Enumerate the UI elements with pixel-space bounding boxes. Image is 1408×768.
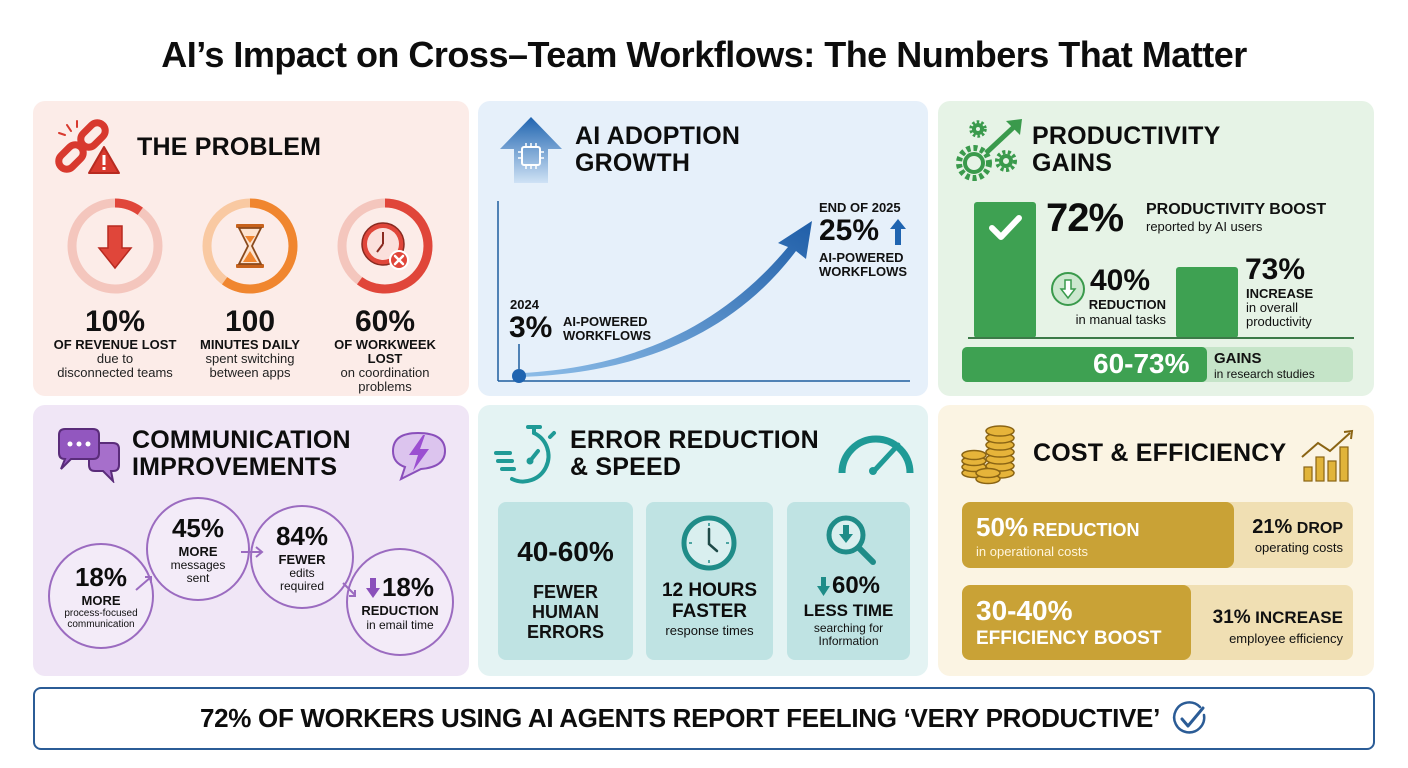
bar-chart-up-icon — [1300, 429, 1356, 483]
down-circle-icon — [1050, 271, 1086, 307]
productivity-title: PRODUCTIVITY GAINS — [1032, 122, 1221, 177]
gears-arrow-icon — [956, 115, 1026, 183]
range-label: GAINS — [1214, 350, 1262, 367]
revenue-stat: 10% OF REVENUE LOST due to disconnected … — [53, 305, 177, 380]
boost-bar — [974, 202, 1036, 338]
comm-circle-4: 18% REDUCTION in email time — [346, 548, 454, 656]
cost-title: COST & EFFICIENCY — [1033, 439, 1287, 467]
page-title: AI’s Impact on Cross–Team Workflows: The… — [161, 34, 1247, 75]
check-circle-icon — [1170, 700, 1208, 738]
increase-bar — [1176, 267, 1238, 338]
boost-label: PRODUCTIVITY BOOST — [1146, 201, 1327, 218]
minutes-stat: 100 MINUTES DAILY spent switching betwee… — [200, 305, 300, 380]
communication-title: COMMUNICATION IMPROVEMENTS — [132, 426, 351, 481]
adoption-title: AI ADOPTION GROWTH — [575, 122, 741, 177]
workweek-stat: 60% OF WORKWEEK LOST on coordination pro… — [334, 305, 436, 394]
increase-value: 73% — [1245, 253, 1306, 286]
errors-card: 40-60% FEWER HUMAN ERRORS — [498, 502, 633, 660]
comm-circle-1: 18% MORE process-focused communication — [48, 543, 154, 649]
productivity-panel: PRODUCTIVITY GAINS 72% PRODUCTIVITY BOOS… — [938, 101, 1374, 396]
flow-arrows — [33, 405, 469, 676]
reduction-detail: in manual tasks — [1075, 312, 1166, 327]
range-value: 60-73% — [1093, 348, 1190, 379]
search-down-icon — [823, 512, 879, 568]
down-arrow-icon — [97, 225, 133, 270]
reduction-value: 40% — [1090, 264, 1151, 297]
start-year: 2024 — [510, 297, 539, 312]
adoption-chart — [478, 101, 928, 396]
end-label: AI-POWERED WORKFLOWS — [819, 250, 908, 279]
range-detail: in research studies — [1214, 367, 1315, 381]
reduction-label: REDUCTION — [1088, 297, 1166, 312]
coins-icon — [960, 423, 1020, 485]
lightning-bubble-icon — [387, 429, 449, 481]
chip-up-arrow-icon — [496, 115, 566, 185]
clock-cancel-icon — [361, 222, 409, 270]
end-value: 25% — [819, 214, 880, 247]
speedometer-icon — [836, 431, 914, 477]
down-arrow-icon — [816, 576, 830, 596]
up-arrow-icon — [890, 219, 906, 245]
footer-banner: 72% OF WORKERS USING AI AGENTS REPORT FE… — [33, 687, 1375, 750]
workweek-ring — [335, 196, 435, 296]
check-icon — [989, 215, 1022, 240]
revenue-ring — [65, 196, 165, 296]
problem-panel: THE PROBLEM — [33, 101, 469, 396]
start-value: 3% — [509, 311, 553, 344]
chat-bubbles-icon — [55, 427, 121, 483]
boost-value: 72% — [1046, 196, 1124, 240]
footer-text: 72% OF WORKERS USING AI AGENTS REPORT FE… — [199, 703, 1161, 733]
warning-icon — [87, 145, 121, 175]
range-bar — [962, 347, 1207, 382]
end-year: END OF 2025 — [819, 200, 901, 215]
adoption-panel: AI ADOPTION GROWTH 2024 3% AI-POWERED WO… — [478, 101, 928, 396]
cost-row-2: 30-40% EFFICIENCY BOOST 31% INCREASE emp… — [962, 585, 1353, 660]
boost-detail: reported by AI users — [1146, 219, 1263, 234]
clock-icon — [680, 514, 738, 572]
stopwatch-icon — [494, 423, 558, 487]
error-panel: ERROR REDUCTION & SPEED 40-60% FEWER HUM… — [478, 405, 928, 676]
cost-row-1: 50% REDUCTION in operational costs 21% D… — [962, 502, 1353, 568]
hourglass-icon — [236, 224, 264, 268]
comm-circle-2: 45% MORE messages sent — [146, 497, 250, 601]
increase-label: INCREASE — [1246, 286, 1314, 301]
comm-circle-3: 84% FEWER edits required — [250, 505, 354, 609]
cost-panel: COST & EFFICIENCY 50% REDUCTION in opera… — [938, 405, 1374, 676]
down-arrow-icon — [365, 577, 380, 598]
minutes-ring — [200, 196, 300, 296]
communication-panel: COMMUNICATION IMPROVEMENTS 18% MORE proc… — [33, 405, 469, 676]
start-label: AI-POWERED WORKFLOWS — [563, 314, 652, 343]
error-title: ERROR REDUCTION & SPEED — [570, 426, 819, 481]
baseline — [968, 337, 1354, 339]
problem-title: THE PROBLEM — [137, 133, 322, 161]
response-card: 12 HOURS FASTER response times — [646, 502, 773, 660]
broken-link-icon — [53, 119, 133, 184]
search-card: 60% LESS TIME searching for Information — [787, 502, 910, 660]
increase-detail: in overall productivity — [1246, 300, 1312, 329]
